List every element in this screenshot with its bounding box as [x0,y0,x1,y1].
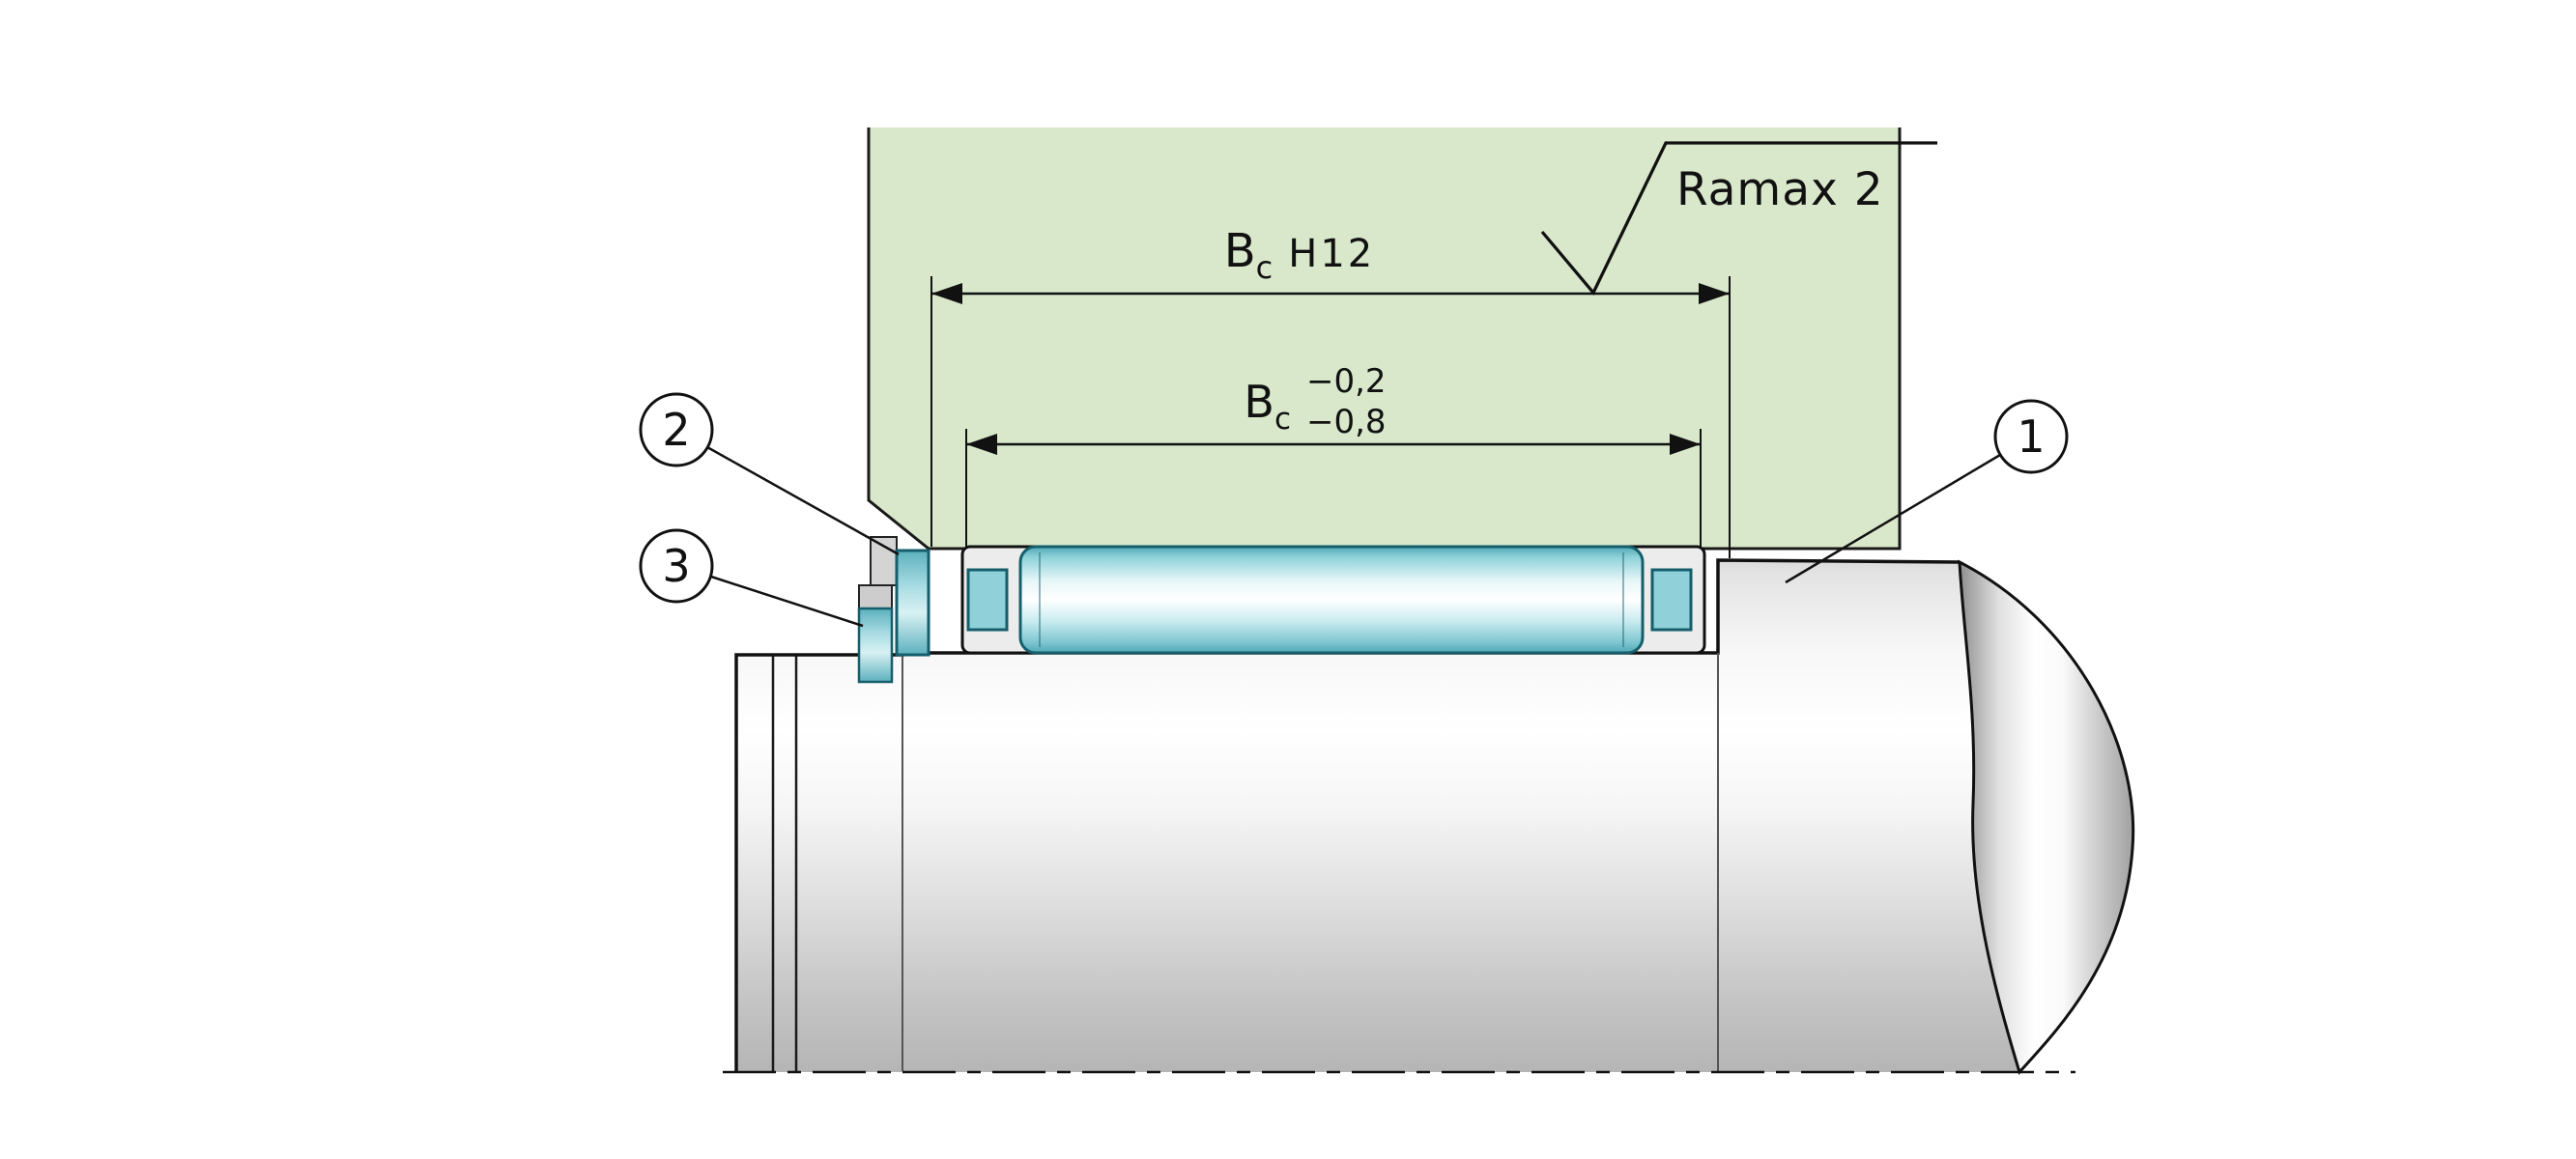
callout-leader-2 [706,445,900,556]
arrowhead-left [931,283,962,304]
seal-ring-item-2 [895,549,930,657]
callout-2: 2 [639,392,900,556]
callout-1: 1 [1785,399,2069,584]
needle-roller-cage-assembly [960,545,1706,655]
dimension-bc-tolerance: Bc −0,2 −0,8 [965,362,1702,549]
callout-balloon-2 [639,392,714,467]
roughness-label: Ramax 2 [1676,163,1884,216]
housing-outline [867,127,1902,551]
callout-3: 3 [639,528,864,628]
needle-rollers [1018,545,1645,655]
cage-side-ring-left [966,568,1009,632]
cage-side-ring-right [1650,568,1693,632]
callout-number-1: 1 [2017,410,2045,463]
callout-number-2: 2 [662,404,690,456]
tolerance-upper: −0,2 [1306,362,1387,401]
tolerance-lower: −0,8 [1306,403,1387,441]
callout-number-3: 3 [662,540,690,592]
callout-balloon-3 [639,528,714,604]
dimension-label-bc: Bc [1244,376,1291,437]
arrowhead-right [1699,283,1730,304]
locating-rings [857,536,930,684]
roughness-check-icon [1540,141,1937,296]
housing-lip [870,536,898,586]
callout-balloon-1 [1993,399,2069,474]
callout-leader-1 [1785,453,2001,584]
callout-leader-3 [710,575,864,628]
seal-ring-item-3 [857,607,894,684]
shaft [734,558,2135,1075]
seal-cap-item-3 [858,584,893,609]
arrowhead-left [966,434,997,455]
shaft-body [736,560,2133,1072]
surface-roughness: Ramax 2 [1540,141,1937,296]
shaft-break-end [1958,559,2135,1075]
arrowhead-right [1670,434,1701,455]
